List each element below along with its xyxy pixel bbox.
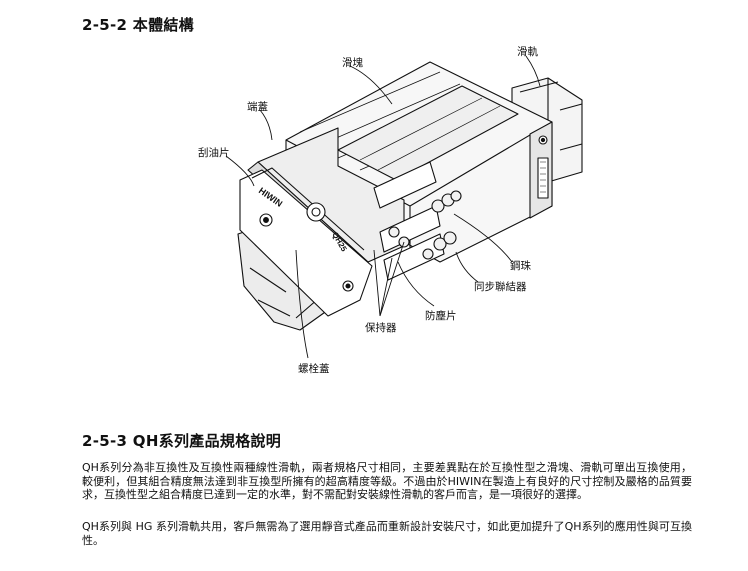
- spec-paragraph-2: QH系列與 HG 系列滑軌共用，客戶無需為了選用靜音式產品而重新設計安裝尺寸，如…: [82, 520, 692, 547]
- label-sync-connector: 同步聯結器: [474, 281, 527, 293]
- section-heading-spec: 2-5-3 QH系列產品規格說明: [82, 432, 282, 450]
- steel-balls-graphic: [388, 190, 462, 260]
- label-block: 滑塊: [342, 57, 363, 69]
- label-steel-ball: 鋼珠: [510, 260, 531, 272]
- spec-paragraph-1: QH系列分為非互換性及互換性兩種線性滑軌，兩者規格尺寸相同，主要差異點在於互換性…: [82, 461, 692, 502]
- label-rail: 滑軌: [517, 46, 538, 58]
- label-dust-seal: 防塵片: [425, 310, 457, 322]
- section-heading-structure: 2-5-2 本體結構: [82, 16, 194, 34]
- label-bolt-cap: 螺栓蓋: [298, 363, 330, 375]
- end-cap-graphic: HIWIN QH25: [239, 127, 445, 317]
- label-retainer: 保持器: [365, 322, 397, 334]
- linear-guide-diagram: HIWIN QH25: [225, 55, 583, 359]
- label-end-cap: 端蓋: [247, 101, 268, 113]
- label-wiper: 刮油片: [198, 147, 230, 159]
